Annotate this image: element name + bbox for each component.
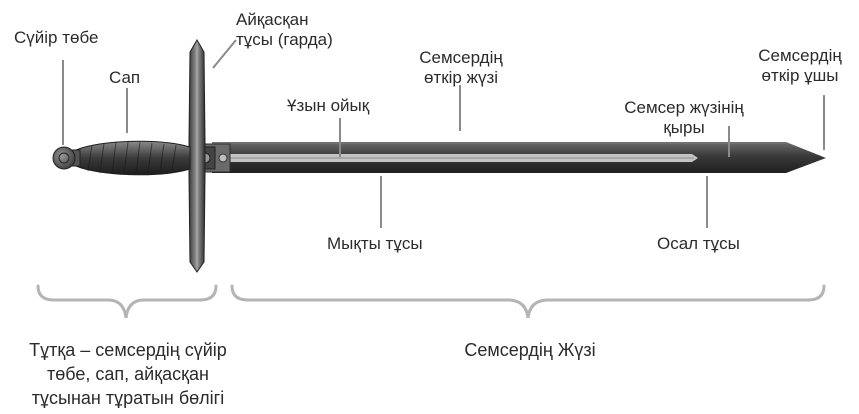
- label-spine: Семсер жүзінің қыры: [589, 98, 779, 138]
- label-tip: Семсердің өткір ұшы: [742, 46, 858, 86]
- label-guard: Айқасқан тұсы (гарда): [236, 10, 356, 50]
- blade-brace: [230, 284, 826, 319]
- label-guard-line1: Айқасқан: [236, 10, 309, 29]
- leader-lines: [62, 39, 825, 228]
- label-edge: Семсердің өткір жүзі: [396, 48, 526, 88]
- caption-hilt-line2: төбе, сап, айқасқан: [47, 364, 209, 384]
- grip: [75, 140, 191, 176]
- label-edge-line1: Семсердің: [419, 48, 503, 67]
- caption-hilt-line1: Тұтқа – семсердің сүйір: [29, 340, 227, 360]
- label-spine-line1: Семсер жүзінің: [624, 98, 744, 117]
- label-edge-line2: өткір жүзі: [423, 68, 499, 87]
- label-forte: Мықты тұсы: [327, 234, 423, 253]
- caption-hilt: Тұтқа – семсердің сүйір төбе, сап, айқас…: [0, 338, 256, 410]
- label-pommel: Сүйір төбе: [14, 28, 99, 47]
- caption-hilt-line3: тұсынан тұратын бөлігі: [31, 388, 225, 408]
- label-foible: Осал тұсы: [657, 234, 740, 253]
- label-grip: Сап: [109, 68, 141, 87]
- caption-blade: Семсердің Жүзі: [464, 340, 596, 360]
- label-tip-line1: Семсердің: [758, 46, 842, 65]
- label-guard-line2: тұсы (гарда): [236, 30, 333, 49]
- hilt-brace: [36, 284, 218, 319]
- label-spine-line2: қыры: [663, 118, 705, 137]
- label-fuller: Ұзын ойық: [287, 96, 370, 115]
- label-tip-line2: өткір ұшы: [761, 66, 839, 85]
- pommel: [52, 146, 76, 170]
